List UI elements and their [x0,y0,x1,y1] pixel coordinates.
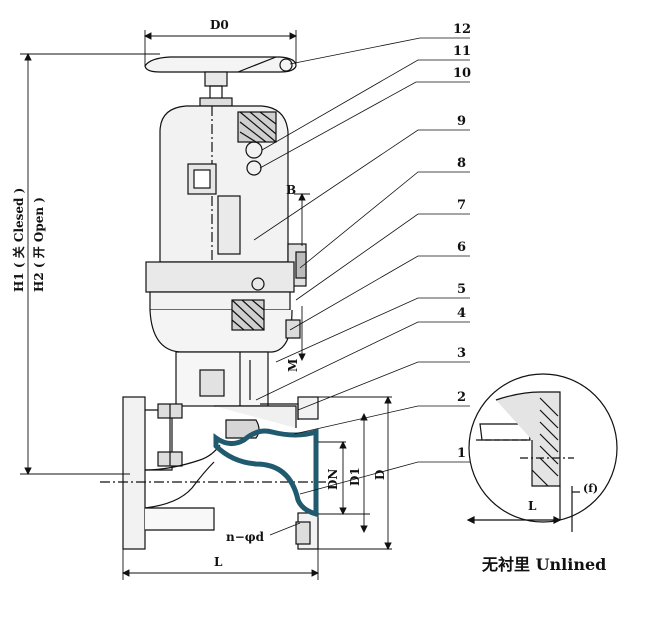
detail-caption: 无衬里 Unlined [482,555,607,574]
callout-2: 2 [457,390,467,405]
dimension-m: M [286,358,300,372]
dimension-h2: H2 ( 开 Open ) [32,197,46,292]
dimension-dn: DN [326,468,340,490]
callout-leaders [253,37,470,495]
callout-7: 7 [457,198,467,213]
lining [213,428,319,518]
handwheel [144,56,297,107]
dimension-d1: D1 [348,467,362,486]
detail-dimension-l: L [528,499,537,513]
callout-1: 1 [457,446,467,461]
dimension-bolt: n−φd [226,530,265,544]
dimension-b: B [286,183,297,197]
unlined-detail [466,373,618,532]
callout-5: 5 [457,282,467,297]
detail-dimension-f: (f) [583,482,599,495]
callout-12: 12 [453,22,472,37]
dimension-d0: D0 [210,18,229,32]
callout-3: 3 [457,346,467,361]
bonnet [159,105,307,330]
dimension-h1: H1 ( 关 Clesed ) [12,187,26,292]
middle-housing [145,261,301,407]
dimension-d: D [373,469,387,480]
callout-8: 8 [457,156,467,171]
valve-body [100,396,330,550]
callout-10: 10 [453,66,472,81]
dimension-l: L [214,555,223,569]
callout-4: 4 [457,306,467,321]
callout-6: 6 [457,240,467,255]
callout-9: 9 [457,114,467,129]
callout-11: 11 [453,44,472,59]
